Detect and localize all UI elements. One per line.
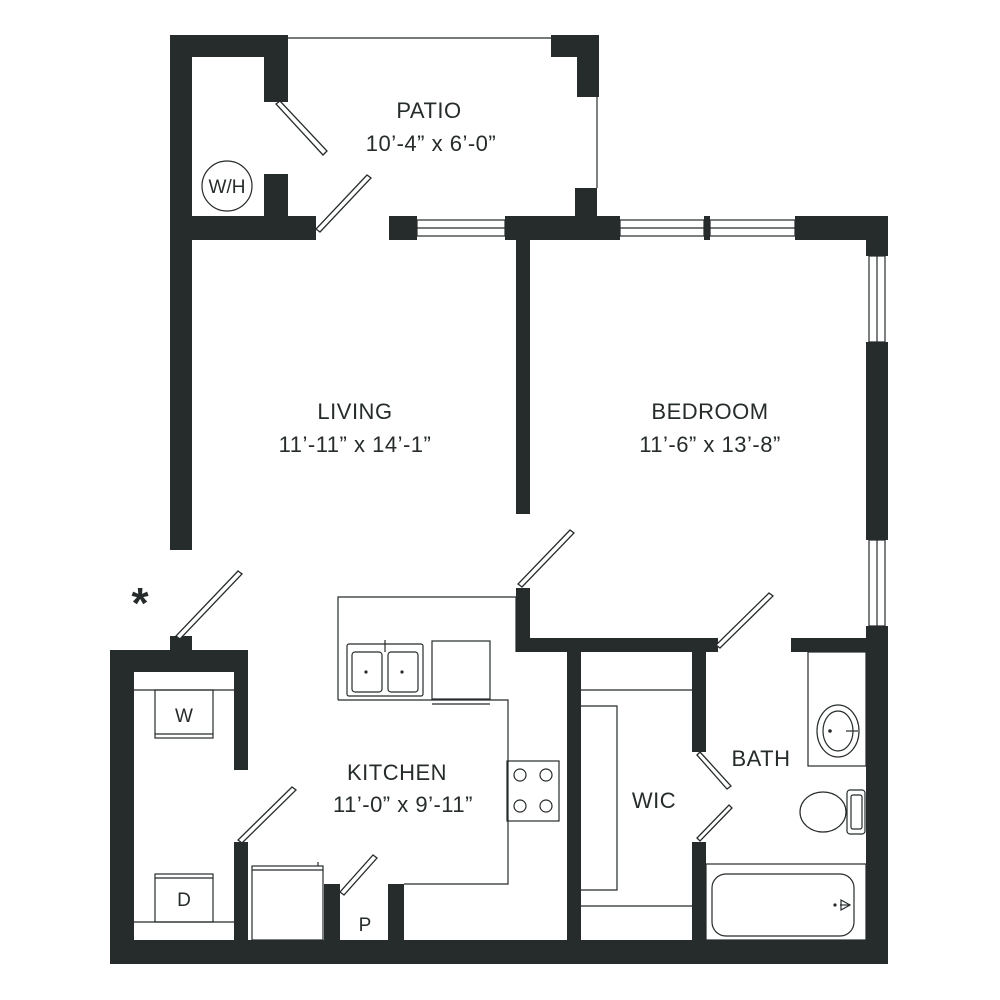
toilet xyxy=(799,789,866,835)
water-heater xyxy=(201,160,253,212)
wic-name: WIC xyxy=(632,788,676,813)
range xyxy=(506,760,560,822)
patio-dims: 10’-4” x 6’-0” xyxy=(366,131,496,156)
patio-name: PATIO xyxy=(396,98,461,123)
kitchen-name: KITCHEN xyxy=(347,760,447,785)
laundry-fixtures xyxy=(134,689,234,923)
entry-marker: * xyxy=(131,579,149,628)
walls xyxy=(110,35,888,964)
labels: PATIO 10’-4” x 6’-0” LIVING 11’-11” x 14… xyxy=(131,98,790,936)
water-heater-label: W/H xyxy=(209,177,246,198)
doors xyxy=(175,100,774,896)
washer-label: W xyxy=(175,706,193,727)
bedroom-dims: 11’-6” x 13’-8” xyxy=(639,432,781,457)
living-name: LIVING xyxy=(317,399,392,424)
refrigerator xyxy=(251,862,324,941)
bath-sink xyxy=(816,704,860,758)
bath-fixtures xyxy=(705,651,867,941)
dishwasher xyxy=(431,640,491,705)
windows xyxy=(288,37,886,627)
bathtub xyxy=(705,863,867,941)
kitchen-fixtures xyxy=(251,596,560,941)
kitchen-sink xyxy=(346,640,424,697)
bath-name: BATH xyxy=(731,746,790,771)
bedroom-name: BEDROOM xyxy=(651,399,768,424)
kitchen-dims: 11’-0” x 9’-11” xyxy=(333,792,473,817)
pantry-label: P xyxy=(359,915,372,936)
living-dims: 11’-11” x 14’-1” xyxy=(279,432,432,457)
dryer-label: D xyxy=(177,890,191,911)
wic-shelving xyxy=(581,689,692,907)
